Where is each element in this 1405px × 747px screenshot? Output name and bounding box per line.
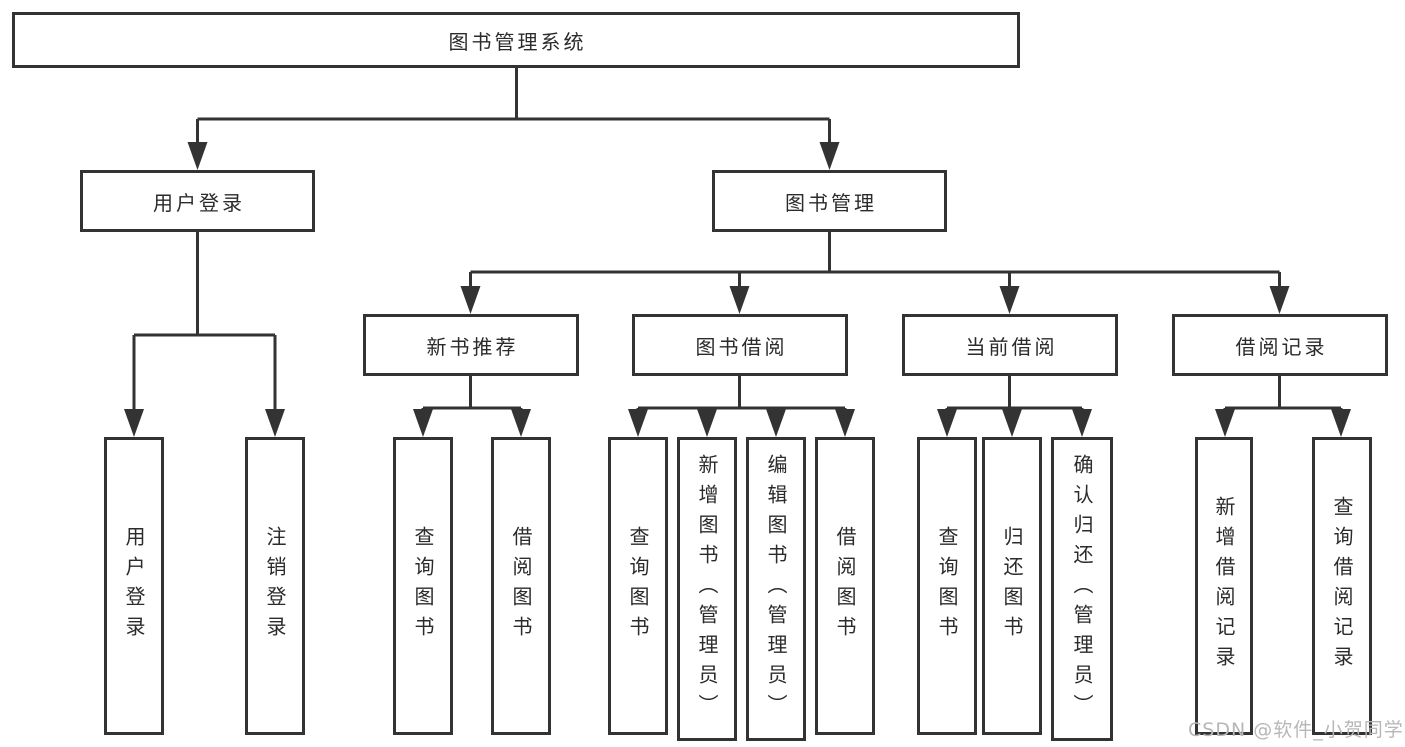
arrow-icon — [835, 409, 855, 437]
node-leaf-return-books: 归还图书 — [982, 437, 1042, 735]
arrow-icon — [729, 286, 750, 314]
node-leaf-user-login: 用户登录 — [104, 437, 164, 735]
arrow-icon — [697, 409, 717, 437]
node-leaf-logout: 注销登录 — [245, 437, 305, 735]
arrow-icon — [1072, 409, 1092, 437]
connector-records-to-leaves — [1223, 376, 1343, 425]
arrow-icon — [511, 409, 531, 437]
connector-bookmgmt-to-level3 — [469, 232, 1281, 302]
arrow-icon — [265, 409, 285, 437]
node-leaf-query-books-current: 查询图书 — [917, 437, 977, 735]
node-leaf-borrow-books-recommend: 借阅图书 — [491, 437, 551, 735]
arrow-icon — [413, 409, 433, 437]
connector-newbooks-to-leaves — [421, 376, 523, 425]
node-leaf-edit-books-admin: 编辑图书（管理员） — [746, 437, 806, 741]
node-leaf-add-borrow-record: 新增借阅记录 — [1195, 437, 1253, 735]
node-book-borrowing: 图书借阅 — [632, 314, 848, 376]
node-book-management: 图书管理 — [712, 170, 947, 232]
node-leaf-borrow-books: 借阅图书 — [815, 437, 875, 735]
node-leaf-query-books-borrow: 查询图书 — [608, 437, 668, 735]
arrow-icon — [124, 409, 144, 437]
arrow-icon — [1215, 409, 1235, 437]
node-current-borrowing: 当前借阅 — [902, 314, 1118, 376]
node-user-login: 用户登录 — [80, 170, 315, 232]
arrow-icon — [628, 409, 648, 437]
arrow-icon — [1331, 409, 1351, 437]
arrow-icon — [999, 286, 1020, 314]
node-leaf-query-books-recommend: 查询图书 — [393, 437, 453, 735]
csdn-watermark: CSDN @软件_小贺同学 — [1188, 719, 1404, 741]
connector-borrow-to-leaves — [636, 376, 847, 425]
arrow-icon — [460, 286, 481, 314]
arrow-icon — [1269, 286, 1290, 314]
arrow-icon — [819, 142, 840, 170]
connector-root-to-level2 — [196, 68, 831, 158]
arrow-icon — [766, 409, 786, 437]
node-root-library-system: 图书管理系统 — [12, 12, 1020, 68]
arrow-icon — [937, 409, 957, 437]
node-borrowing-records: 借阅记录 — [1172, 314, 1388, 376]
arrowheads — [124, 142, 1351, 437]
node-leaf-query-borrow-record: 查询借阅记录 — [1312, 437, 1372, 735]
node-leaf-add-books-admin: 新增图书（管理员） — [677, 437, 737, 741]
arrow-icon — [187, 142, 208, 170]
node-new-book-recommend: 新书推荐 — [363, 314, 579, 376]
node-leaf-confirm-return-admin: 确认归还（管理员） — [1051, 437, 1113, 741]
connector-userlogin-to-leaves — [132, 232, 277, 425]
arrow-icon — [1002, 409, 1022, 437]
